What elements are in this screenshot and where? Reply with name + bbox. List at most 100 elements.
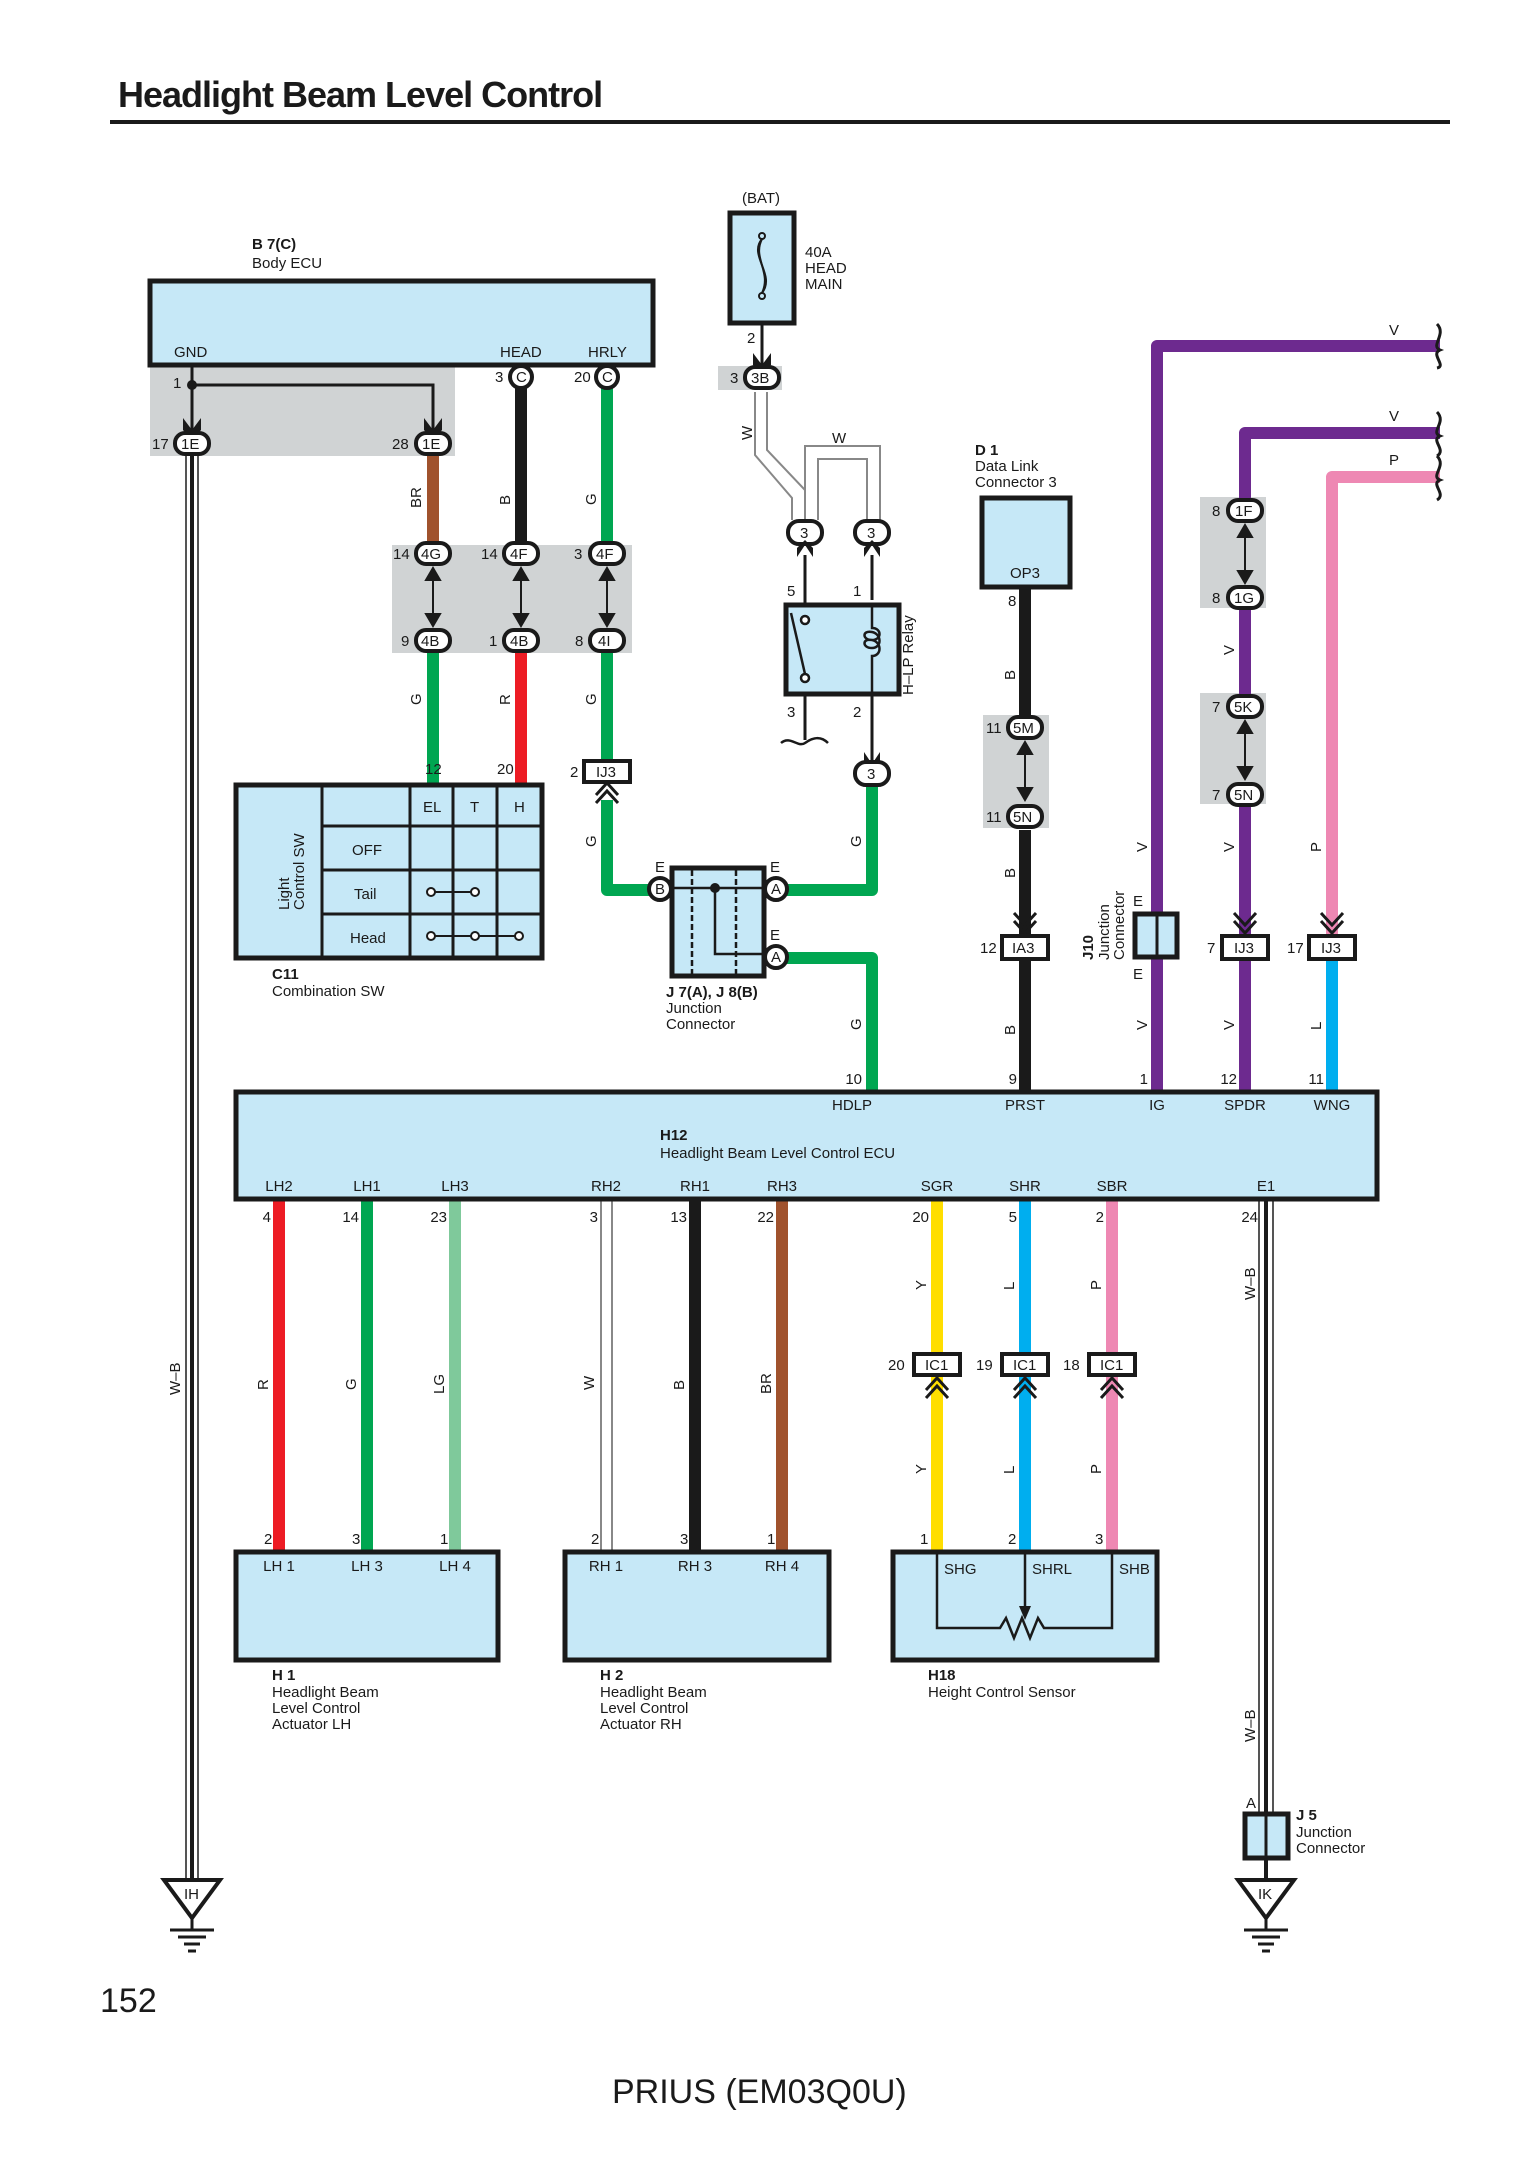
- connector-num: 8: [1212, 503, 1220, 520]
- wire-v-spdr-a: [1239, 427, 1440, 498]
- fuse-rating: 40A: [805, 244, 832, 261]
- wire-label: G: [583, 493, 600, 505]
- pin-e-label: E: [1133, 893, 1143, 910]
- switch-row-tail: Tail: [354, 886, 377, 903]
- ecu-pin-num: 12: [1220, 1071, 1237, 1088]
- ecu-h12-bottom-pins: LH2 4 LH1 14 LH3 23 RH2 3 RH1 13 RH3 22 …: [263, 1178, 1276, 1226]
- connector-id: 3B: [751, 370, 769, 387]
- j5-pin: A: [1246, 1795, 1256, 1812]
- connector-id: IA3: [1012, 940, 1035, 957]
- connector-1f: [1226, 498, 1264, 523]
- pin-label: A: [771, 949, 781, 966]
- splice-4-group: 4G 14 4F 14 4F 3 4B 9 4B 1 4I 8: [393, 541, 626, 653]
- h18-pin-num: 2: [1008, 1531, 1016, 1548]
- ecu-pin-num: 14: [342, 1209, 359, 1226]
- connector-c-head: [508, 364, 534, 390]
- connector-id: 1G: [1234, 590, 1254, 607]
- ground-ik: IK: [1234, 1858, 1298, 1953]
- chevron-up-icon: [1099, 1375, 1125, 1400]
- h2-name-1: Headlight Beam: [600, 1684, 707, 1701]
- ecu-pin-rh3: RH3: [767, 1178, 797, 1195]
- relay-pin-2: 2: [853, 704, 861, 721]
- ecu-pin-rh1: RH1: [680, 1178, 710, 1195]
- wire-label: G: [848, 1018, 865, 1030]
- wire-label: V: [1221, 645, 1238, 655]
- wire-label: Y: [913, 1464, 930, 1474]
- connector-num: 3: [867, 766, 875, 783]
- h1-pin-label: LH 1: [263, 1558, 295, 1575]
- wire-label: Y: [913, 1280, 930, 1290]
- connector-3b: [743, 365, 781, 390]
- wire-label: V: [1134, 1020, 1151, 1030]
- sw-pin-h: 20: [497, 761, 514, 778]
- wire-label: P: [1389, 452, 1399, 469]
- h2-pin-label: RH 1: [589, 1558, 623, 1575]
- wire-w-rh2: [600, 1200, 613, 1552]
- switch-code: C11: [272, 966, 299, 983]
- body-ecu-code: B 7(C): [252, 236, 296, 253]
- j5-code: J 5: [1296, 1807, 1317, 1824]
- wire-label: V: [1389, 408, 1399, 425]
- arrow-up-icon: [864, 540, 880, 557]
- wire-label: P: [1088, 1280, 1105, 1290]
- gnd-pin-num: 1: [173, 375, 181, 392]
- fuse-name-1: HEAD: [805, 260, 847, 277]
- h18-code: H18: [928, 1667, 956, 1684]
- j7-j8-splice-dot: [710, 883, 720, 893]
- connector-num: 11: [986, 809, 1002, 826]
- gnd-branch: [190, 365, 435, 430]
- wire-w-relay: [754, 392, 881, 520]
- connector-id: 4B: [510, 633, 528, 650]
- h2-pin-label: RH 4: [765, 1558, 799, 1575]
- wire-label: L: [1001, 1282, 1018, 1290]
- connector-id: C: [516, 369, 527, 386]
- ecu-pin-lh2: LH2: [265, 1178, 293, 1195]
- ecu-pin-num: 20: [912, 1209, 929, 1226]
- connector-1g: [1226, 585, 1264, 610]
- wire-label: G: [343, 1378, 360, 1390]
- pin-e-label: E: [655, 859, 665, 876]
- h2-box: [562, 1549, 832, 1663]
- connector-num: 20: [888, 1357, 905, 1374]
- j7-j8-code: J 7(A), J 8(B): [666, 984, 758, 1001]
- ground-ih: IH: [160, 1878, 224, 1953]
- sw-pin-el: 12: [425, 761, 442, 778]
- wire-label: B: [671, 1380, 688, 1390]
- connector-id: 1E: [422, 436, 440, 453]
- title-rule: [110, 120, 1450, 124]
- h18-pin-num: 1: [920, 1531, 928, 1548]
- wire-label: V: [1134, 842, 1151, 852]
- h1-name-1: Headlight Beam: [272, 1684, 379, 1701]
- ground-label: IH: [184, 1886, 199, 1903]
- connector-relay-bot: [853, 760, 891, 787]
- wire-label: W: [581, 1375, 598, 1390]
- ecu-pin-num: 13: [670, 1209, 687, 1226]
- j7-j8-name-1: Junction: [666, 1000, 722, 1017]
- wire-label: R: [497, 694, 514, 705]
- connector-ia3: [1000, 934, 1050, 961]
- pin-e-label: E: [770, 927, 780, 944]
- double-arrow-icon: [1236, 719, 1254, 781]
- wire-v-ig: [1151, 340, 1440, 1092]
- j10-name-2: Connector: [1111, 891, 1128, 960]
- dlc-pin: OP3: [1010, 565, 1040, 582]
- h1-pin-num: 1: [440, 1531, 448, 1548]
- dlc-name-1: Data Link: [975, 458, 1039, 475]
- connector-num: 20: [574, 369, 591, 386]
- connector-id: 4I: [598, 633, 611, 650]
- chevron-down-icon: [1012, 911, 1038, 936]
- ecu-pin-prst: PRST: [1005, 1097, 1045, 1114]
- switch-row-head: Head: [350, 930, 386, 947]
- j10-code: J10: [1080, 935, 1097, 960]
- connector-id: 4G: [421, 546, 441, 563]
- connector-id: 1E: [181, 436, 199, 453]
- connector-4f-b: [588, 541, 626, 566]
- h18-pin-num: 3: [1095, 1531, 1103, 1548]
- h1-pin-label: LH 3: [351, 1558, 383, 1575]
- chevron-down-icon: [1232, 911, 1258, 936]
- ecu-pin-lh1: LH1: [353, 1178, 381, 1195]
- ecu-h12-code: H12: [660, 1127, 688, 1144]
- h2-name-3: Actuator RH: [600, 1716, 682, 1733]
- wire-label: W: [832, 430, 847, 447]
